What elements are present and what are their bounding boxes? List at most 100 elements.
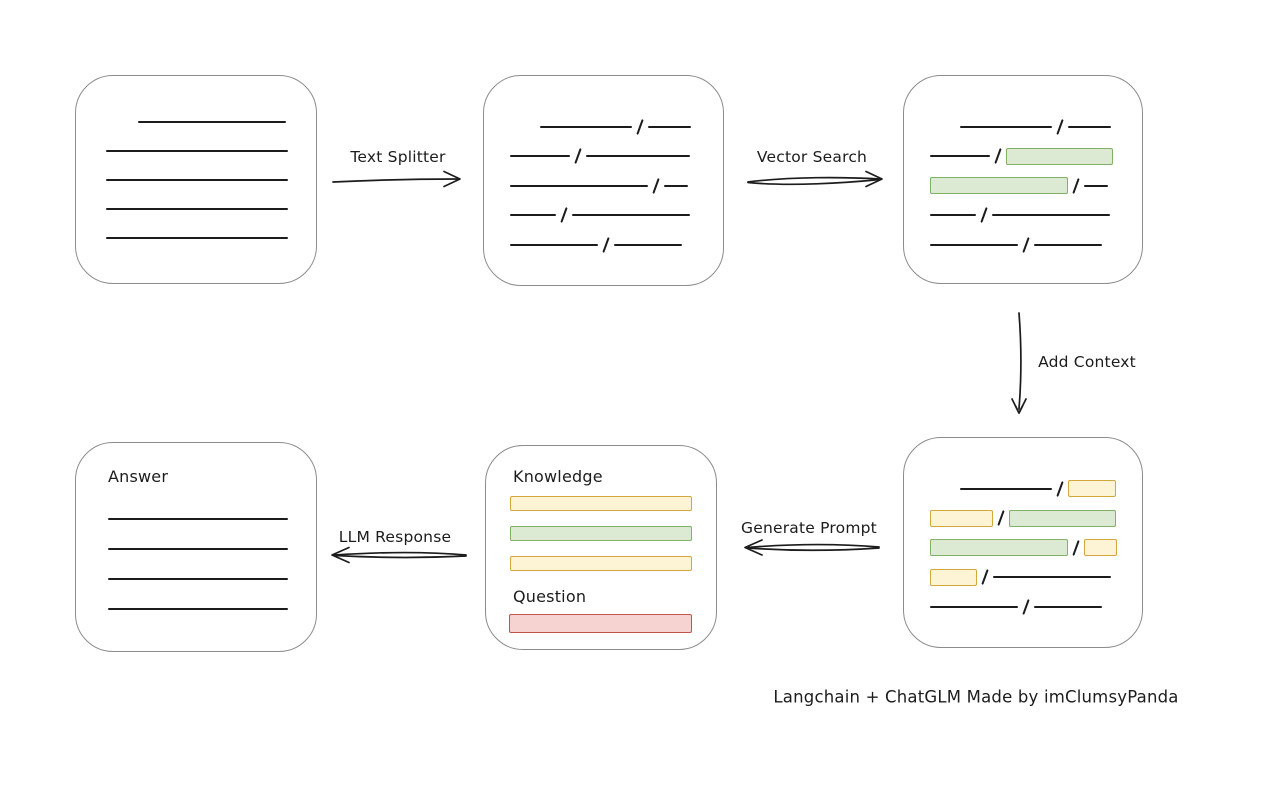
text-splitter-label: Text Splitter bbox=[350, 148, 446, 166]
chunk-row bbox=[930, 201, 1113, 231]
text-line bbox=[572, 214, 691, 217]
text-line bbox=[1068, 125, 1112, 128]
yellow-highlight-bar bbox=[1068, 480, 1117, 498]
text-line bbox=[664, 184, 689, 187]
chunk-row bbox=[510, 201, 691, 231]
slash-separator bbox=[602, 236, 610, 253]
text-line bbox=[960, 487, 1052, 490]
text-line bbox=[960, 125, 1052, 128]
text-line bbox=[510, 155, 570, 158]
generate-prompt-arrow bbox=[744, 539, 880, 556]
slash-separator bbox=[1056, 118, 1064, 135]
chunk-row bbox=[930, 563, 1117, 593]
question-bar bbox=[509, 614, 692, 633]
answer-heading: Answer bbox=[108, 467, 169, 486]
vector-search-results-box bbox=[903, 75, 1143, 284]
indent-gap bbox=[510, 126, 540, 127]
source-document-box bbox=[75, 75, 317, 284]
chunk-row bbox=[930, 504, 1117, 534]
context-chunk-rows bbox=[930, 474, 1118, 622]
slash-separator bbox=[1056, 480, 1064, 497]
chunk-row bbox=[930, 592, 1117, 622]
diagram-caption: Langchain + ChatGLM Made by imClumsyPand… bbox=[773, 687, 1179, 707]
slash-separator bbox=[1022, 598, 1030, 615]
green-highlight-bar bbox=[1009, 509, 1117, 527]
text-line bbox=[540, 125, 632, 128]
text-line bbox=[106, 208, 288, 210]
add-context-label: Add Context bbox=[1038, 353, 1136, 371]
chunk-row bbox=[510, 230, 691, 260]
chunk-row bbox=[510, 112, 692, 142]
slash-separator bbox=[1072, 539, 1080, 556]
text-line bbox=[1034, 243, 1103, 246]
text-line bbox=[510, 214, 556, 217]
text-line bbox=[108, 578, 288, 580]
context-chunks-box bbox=[903, 437, 1143, 648]
text-line bbox=[106, 179, 288, 181]
text-line bbox=[108, 548, 288, 550]
text-line bbox=[930, 155, 990, 158]
slash-separator bbox=[1022, 236, 1030, 253]
knowledge-bars bbox=[510, 496, 692, 571]
yellow-bar bbox=[510, 556, 692, 571]
slash-separator bbox=[636, 118, 644, 135]
document-text-lines bbox=[106, 121, 288, 239]
text-line bbox=[106, 237, 288, 239]
text-line bbox=[106, 150, 288, 152]
green-highlight-bar bbox=[930, 177, 1068, 195]
text-splitter-arrow bbox=[332, 170, 461, 188]
chunk-rows bbox=[510, 112, 692, 260]
text-line bbox=[930, 605, 1018, 608]
slash-separator bbox=[1072, 177, 1080, 194]
text-line bbox=[586, 155, 691, 158]
yellow-highlight-bar bbox=[1084, 539, 1118, 557]
yellow-highlight-bar bbox=[930, 509, 993, 527]
retrieved-chunk-rows bbox=[930, 112, 1114, 260]
text-line bbox=[930, 214, 976, 217]
slash-separator bbox=[980, 207, 988, 224]
llm-response-label: LLM Response bbox=[338, 528, 452, 546]
text-line bbox=[1034, 605, 1103, 608]
knowledge-heading: Knowledge bbox=[513, 467, 603, 486]
slash-separator bbox=[652, 177, 660, 194]
generate-prompt-label: Generate Prompt bbox=[741, 519, 877, 537]
text-line bbox=[1084, 184, 1109, 187]
yellow-highlight-bar bbox=[930, 568, 977, 586]
chunk-row bbox=[510, 142, 691, 172]
vector-search-label: Vector Search bbox=[756, 148, 868, 166]
text-line bbox=[138, 121, 286, 123]
green-highlight-bar bbox=[1006, 147, 1114, 165]
indent-gap bbox=[930, 126, 960, 127]
vector-search-arrow bbox=[747, 170, 883, 188]
chunk-row bbox=[930, 112, 1113, 142]
answer-box: Answer bbox=[75, 442, 317, 652]
question-heading: Question bbox=[513, 587, 587, 606]
slash-separator bbox=[560, 207, 568, 224]
text-line bbox=[993, 576, 1112, 579]
llm-response-arrow bbox=[331, 546, 467, 564]
text-line bbox=[930, 243, 1018, 246]
text-line bbox=[510, 184, 648, 187]
chunk-row bbox=[930, 533, 1118, 563]
text-line bbox=[992, 214, 1111, 217]
text-line bbox=[108, 608, 288, 610]
chunk-row bbox=[930, 474, 1117, 504]
red-bar bbox=[509, 614, 692, 633]
text-line bbox=[648, 125, 692, 128]
green-bar bbox=[510, 526, 692, 541]
text-line bbox=[510, 243, 598, 246]
chunk-row bbox=[930, 171, 1113, 201]
text-line bbox=[614, 243, 683, 246]
text-line bbox=[108, 518, 288, 520]
slash-separator bbox=[997, 510, 1005, 527]
slash-separator bbox=[574, 148, 582, 165]
answer-text-lines bbox=[108, 518, 288, 610]
chunk-row bbox=[510, 171, 691, 201]
chunk-row bbox=[930, 142, 1114, 172]
split-chunks-box bbox=[483, 75, 724, 286]
chunk-row bbox=[930, 230, 1113, 260]
yellow-bar bbox=[510, 496, 692, 511]
slash-separator bbox=[981, 569, 989, 586]
indent-gap bbox=[930, 488, 960, 489]
